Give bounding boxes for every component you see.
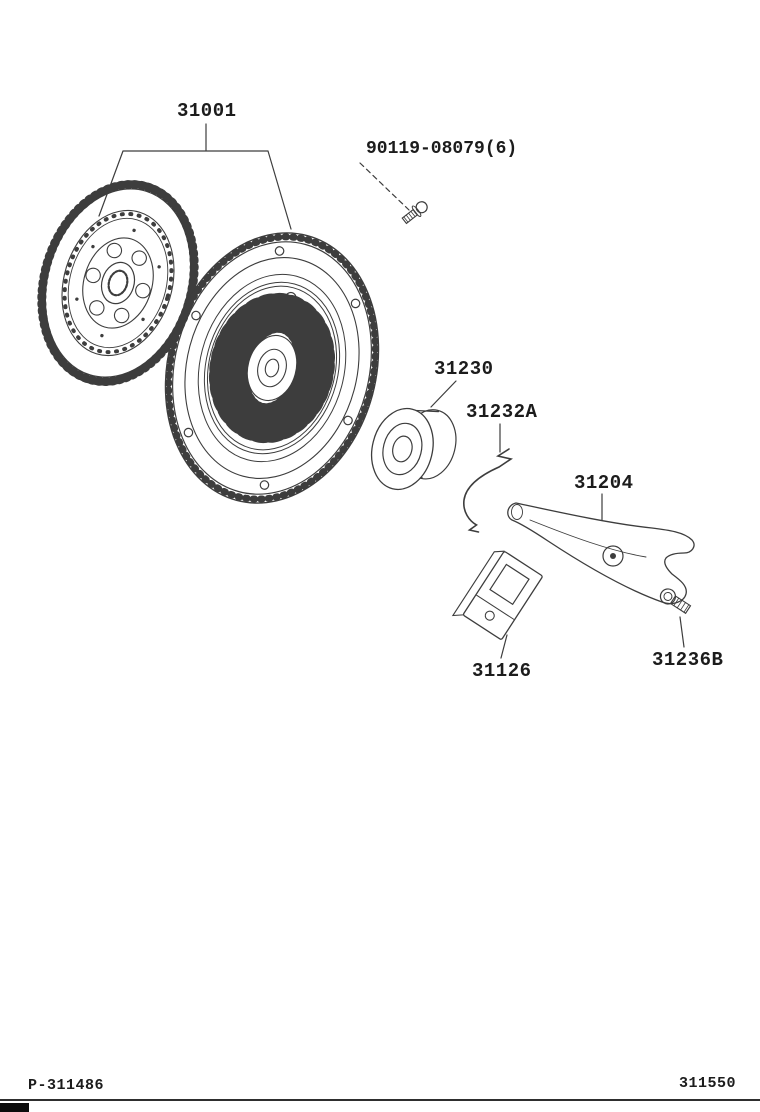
clutch-disc-drawing [37,180,199,386]
callout-fork-support-bolt: 31236B [652,649,724,671]
footer-code-left: P-311486 [28,1077,105,1094]
diaphragm-fingers [208,292,336,444]
spline-hole [107,269,129,297]
release-fork-drawing [507,502,695,605]
disc-rivets [75,228,161,338]
leader-lines [98,123,685,659]
cover-bolt-drawing [401,201,428,225]
callout-clutch-kit: 31001 [177,100,237,122]
dashed-leader-cover-bolt [359,162,410,211]
footer-corner-mark [0,1103,29,1112]
callout-release-fork: 31204 [574,472,634,494]
callout-bearing-clip: 31232A [466,401,538,423]
fork-support-bolt-drawing [659,588,692,615]
callout-release-bearing: 31230 [434,358,494,380]
bearing-hub-drawing [451,550,543,640]
footer-rule [0,1099,760,1101]
bearing-clip-drawing [463,448,513,533]
footer-code-right: 311550 [679,1075,737,1092]
clutch-cover-drawing [164,232,380,504]
release-bearing-drawing [370,407,457,491]
callout-cover-bolt: 90119-08079(6) [366,139,518,159]
fork-pivot [602,545,624,567]
callout-bearing-hub: 31126 [472,660,532,682]
